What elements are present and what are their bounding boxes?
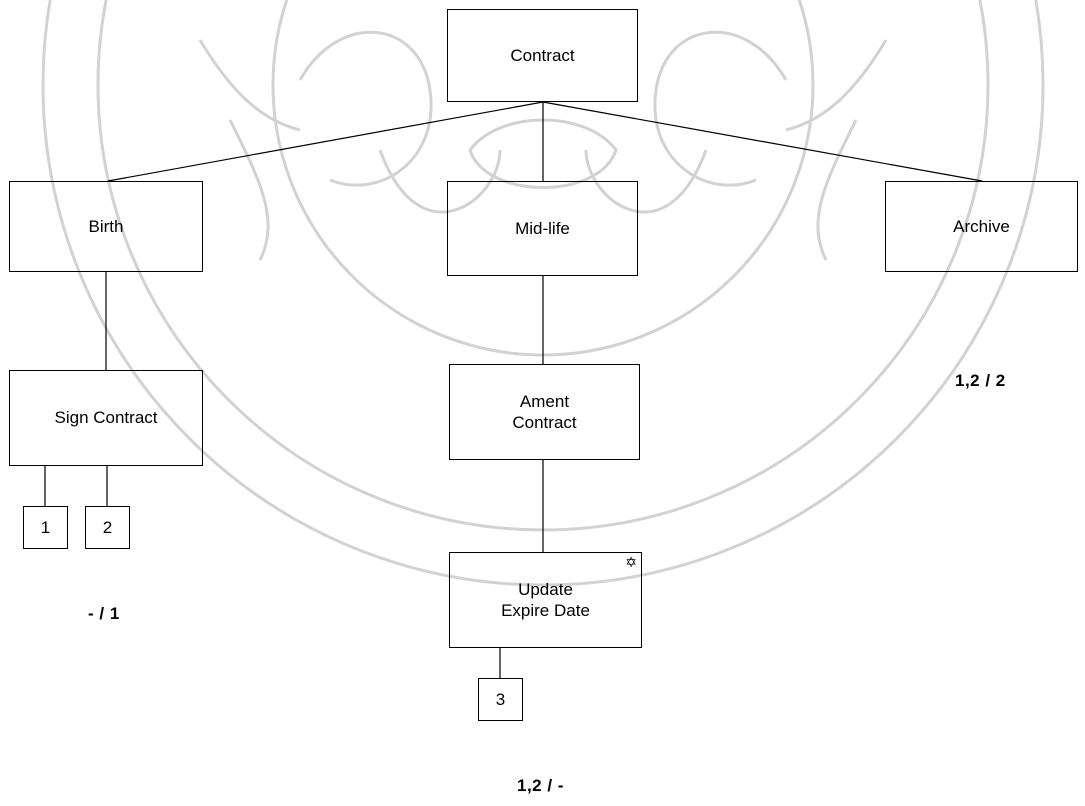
node-sign-contract-label: Sign Contract (54, 408, 158, 428)
ref-box-2-label: 2 (102, 517, 113, 537)
ref-box-1-label: 1 (40, 517, 51, 537)
cardinality-midlife: 1,2 / - (517, 776, 564, 795)
edge-contract-archive (542, 101, 983, 182)
node-ament-contract: Ament Contract (449, 364, 640, 460)
node-update-expire-date-label: Update Expire Date (501, 579, 590, 620)
node-midlife: Mid-life (447, 181, 638, 276)
ref-box-3: 3 (478, 678, 523, 721)
node-contract-label: Contract (510, 45, 575, 65)
ref-box-3-label: 3 (495, 689, 506, 709)
cardinality-archive: 1,2 / 2 (955, 371, 1006, 390)
node-ament-contract-label: Ament Contract (512, 391, 577, 432)
node-sign-contract: Sign Contract (9, 370, 203, 466)
node-archive: Archive (885, 181, 1078, 272)
edge-contract-birth (107, 101, 544, 182)
star-icon: ✡ (625, 554, 637, 570)
cardinality-birth: - / 1 (88, 604, 120, 623)
node-birth-label: Birth (88, 216, 124, 236)
node-contract: Contract (447, 9, 638, 102)
node-update-expire-date: ✡ Update Expire Date (449, 552, 642, 648)
node-midlife-label: Mid-life (515, 218, 570, 238)
node-birth: Birth (9, 181, 203, 272)
ref-box-1: 1 (23, 506, 68, 549)
node-archive-label: Archive (953, 216, 1010, 236)
ref-box-2: 2 (85, 506, 130, 549)
